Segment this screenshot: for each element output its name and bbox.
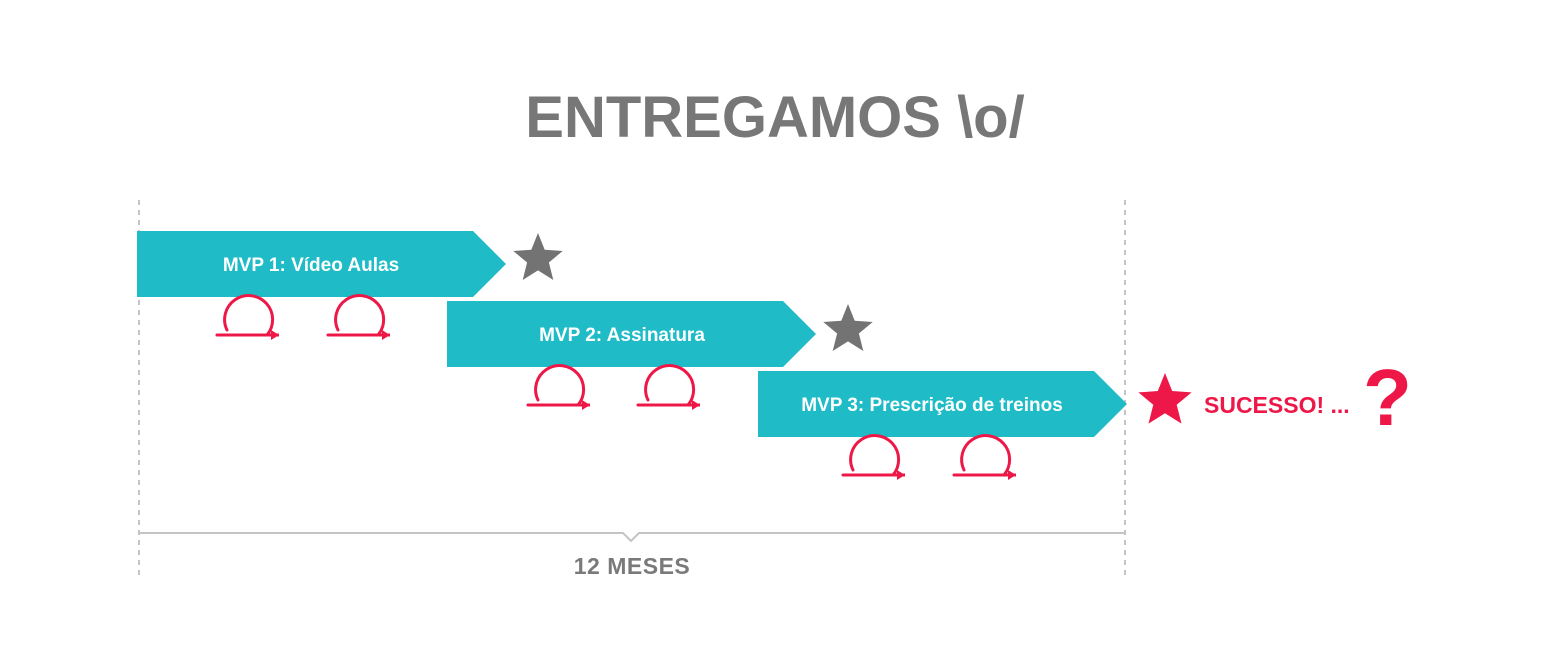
mvp-1: MVP 1: Vídeo Aulas (137, 231, 563, 340)
mvp-2: MVP 2: Assinatura (447, 301, 873, 410)
iteration-loop-icon (841, 434, 905, 480)
final-result: SUCESSO! ... ? (1138, 353, 1412, 442)
mvp-label: MVP 2: Assinatura (539, 325, 705, 346)
star-icon (513, 233, 563, 280)
mvp-bar (137, 231, 506, 297)
mvp-bar (758, 371, 1127, 437)
page-title: ENTREGAMOS \o/ (525, 85, 1024, 150)
timeline: 12 MESES (138, 200, 1126, 580)
duration-label: 12 MESES (574, 553, 691, 579)
success-label: SUCESSO! ... (1204, 392, 1350, 418)
iteration-loop-icon (215, 294, 279, 340)
mvp-3: MVP 3: Prescrição de treinos (758, 371, 1127, 480)
iteration-loop-icon (526, 364, 590, 410)
question-mark: ? (1363, 353, 1412, 442)
iteration-loop-icon (326, 294, 390, 340)
timeline-bracket (139, 532, 1125, 543)
star-icon (1138, 373, 1192, 424)
iteration-loop-icon (952, 434, 1016, 480)
mvp-bar (447, 301, 816, 367)
mvp-label: MVP 3: Prescrição de treinos (801, 395, 1063, 416)
iteration-loop-icon (636, 364, 700, 410)
star-icon (823, 304, 873, 351)
mvp-label: MVP 1: Vídeo Aulas (223, 255, 399, 276)
